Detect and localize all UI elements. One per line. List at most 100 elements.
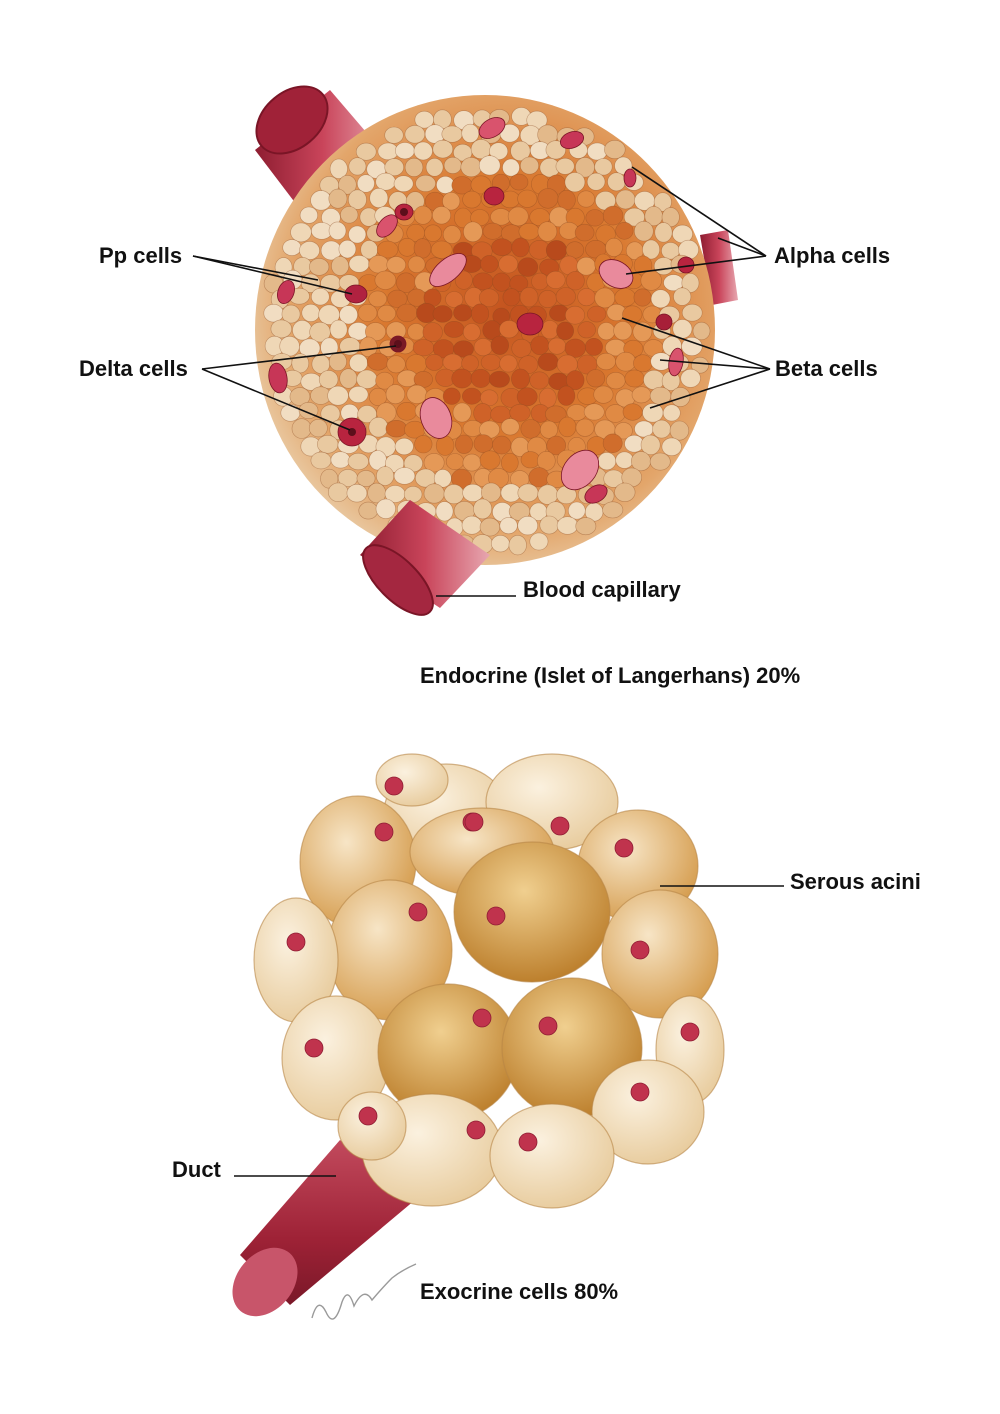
- islet-cell: [281, 304, 301, 324]
- islet-cell: [462, 323, 481, 342]
- islet-cell: [462, 453, 482, 472]
- islet-cell: [577, 190, 596, 208]
- islet-cell: [540, 320, 559, 340]
- islet-cell: [327, 385, 349, 406]
- islet-cell: [517, 515, 539, 536]
- islet-cell: [478, 288, 500, 308]
- islet-cell: [348, 225, 367, 244]
- islet-cell: [602, 501, 624, 519]
- islet-cell: [470, 175, 492, 195]
- islet-cell: [480, 353, 502, 371]
- caption-endocrine: Endocrine (Islet of Langerhans) 20%: [420, 663, 801, 688]
- islet-cell: [615, 351, 637, 372]
- blood-capillary-vessel: [360, 500, 490, 616]
- islet-cell: [480, 389, 499, 407]
- islet-cell: [461, 123, 480, 143]
- exocrine-acinus: [232, 753, 725, 1317]
- islet-cell: [490, 335, 509, 355]
- islet-cell: [633, 354, 653, 373]
- islet-cell: [531, 272, 549, 291]
- acinar-cell: [489, 1103, 615, 1209]
- acinar-cell: [591, 1059, 705, 1165]
- islet-cell: [518, 355, 539, 375]
- label-beta-cells: Beta cells: [775, 356, 878, 381]
- islet-cell: [587, 305, 607, 323]
- islet-cell: [422, 322, 443, 343]
- islet-cell: [511, 368, 530, 390]
- islet-cell: [520, 419, 541, 439]
- islet-cell: [586, 142, 608, 161]
- islet-cell: [359, 336, 378, 357]
- islet-cell: [317, 434, 339, 454]
- islet-cell: [670, 387, 691, 407]
- islet-cell: [633, 288, 652, 307]
- islet-cell: [432, 139, 454, 159]
- label-duct: Duct: [172, 1157, 221, 1182]
- islet-cell: [348, 157, 367, 176]
- acinar-cell: [337, 1091, 407, 1161]
- islet-cell: [443, 320, 465, 338]
- islet-cell: [519, 287, 539, 308]
- islet-cell: [431, 206, 451, 225]
- islet-cell: [499, 320, 519, 339]
- islet-cell: [443, 484, 465, 505]
- islet-cell: [347, 452, 369, 471]
- islet-cell: [537, 221, 558, 242]
- islet-cell: [539, 420, 558, 439]
- islet-cell: [545, 140, 566, 160]
- islet-cell: [662, 404, 681, 422]
- islet-cell: [642, 239, 661, 260]
- islet-cell: [489, 142, 509, 160]
- islet-cell: [691, 356, 709, 374]
- vessel-top-left: [255, 85, 390, 225]
- islet-cell: [310, 190, 332, 211]
- islet-cell: [577, 321, 596, 339]
- islet-highlight-cell: [429, 253, 467, 287]
- islet-cell: [368, 417, 389, 438]
- acinar-cell-nucleus: [466, 1120, 486, 1140]
- islet-cell: [593, 385, 614, 404]
- islet-cell: [396, 303, 418, 323]
- islet-cell: [357, 303, 378, 322]
- islet-cell: [479, 517, 501, 537]
- islet-cell: [386, 355, 406, 374]
- islet-cell: [680, 368, 701, 388]
- islet-cell: [430, 240, 453, 259]
- islet-cell: [318, 370, 339, 389]
- islet-cell: [445, 291, 464, 308]
- islet-highlight-cell: [376, 214, 398, 238]
- islet-cell: [356, 470, 376, 487]
- islet-cell: [442, 192, 461, 211]
- islet-cell: [454, 434, 473, 454]
- islet-cell: [681, 273, 700, 293]
- islet-cell: [280, 404, 301, 422]
- islet-cell: [330, 451, 351, 469]
- islet-cell: [574, 223, 595, 242]
- islet-cell: [631, 386, 652, 404]
- islet-highlight-cell: [344, 284, 368, 304]
- islet-cell: [347, 189, 367, 210]
- islet-cell: [424, 224, 442, 242]
- islet-cell: [640, 434, 661, 456]
- islet-cell: [640, 270, 662, 291]
- islet-cell: [442, 225, 462, 244]
- islet-cell: [374, 270, 397, 290]
- islet-cell: [340, 206, 359, 224]
- islet-cell: [602, 433, 623, 453]
- islet-cell: [301, 273, 321, 293]
- islet-cell: [586, 369, 606, 388]
- islet-highlight-cell: [559, 131, 585, 149]
- islet-cell: [433, 469, 452, 488]
- islet-cell: [622, 403, 643, 421]
- islet-cell: [425, 353, 444, 371]
- islet-cell: [462, 190, 482, 209]
- acinar-cell: [601, 889, 719, 1019]
- islet-cell: [499, 517, 518, 535]
- islet-cell: [556, 321, 575, 341]
- islet-cell: [602, 205, 624, 226]
- islet-cell: [536, 450, 556, 471]
- islet-cell: [414, 435, 433, 454]
- islet-highlight-cell: [584, 484, 608, 504]
- delta-cell-nucleus: [400, 208, 408, 216]
- islet-cell: [404, 157, 424, 177]
